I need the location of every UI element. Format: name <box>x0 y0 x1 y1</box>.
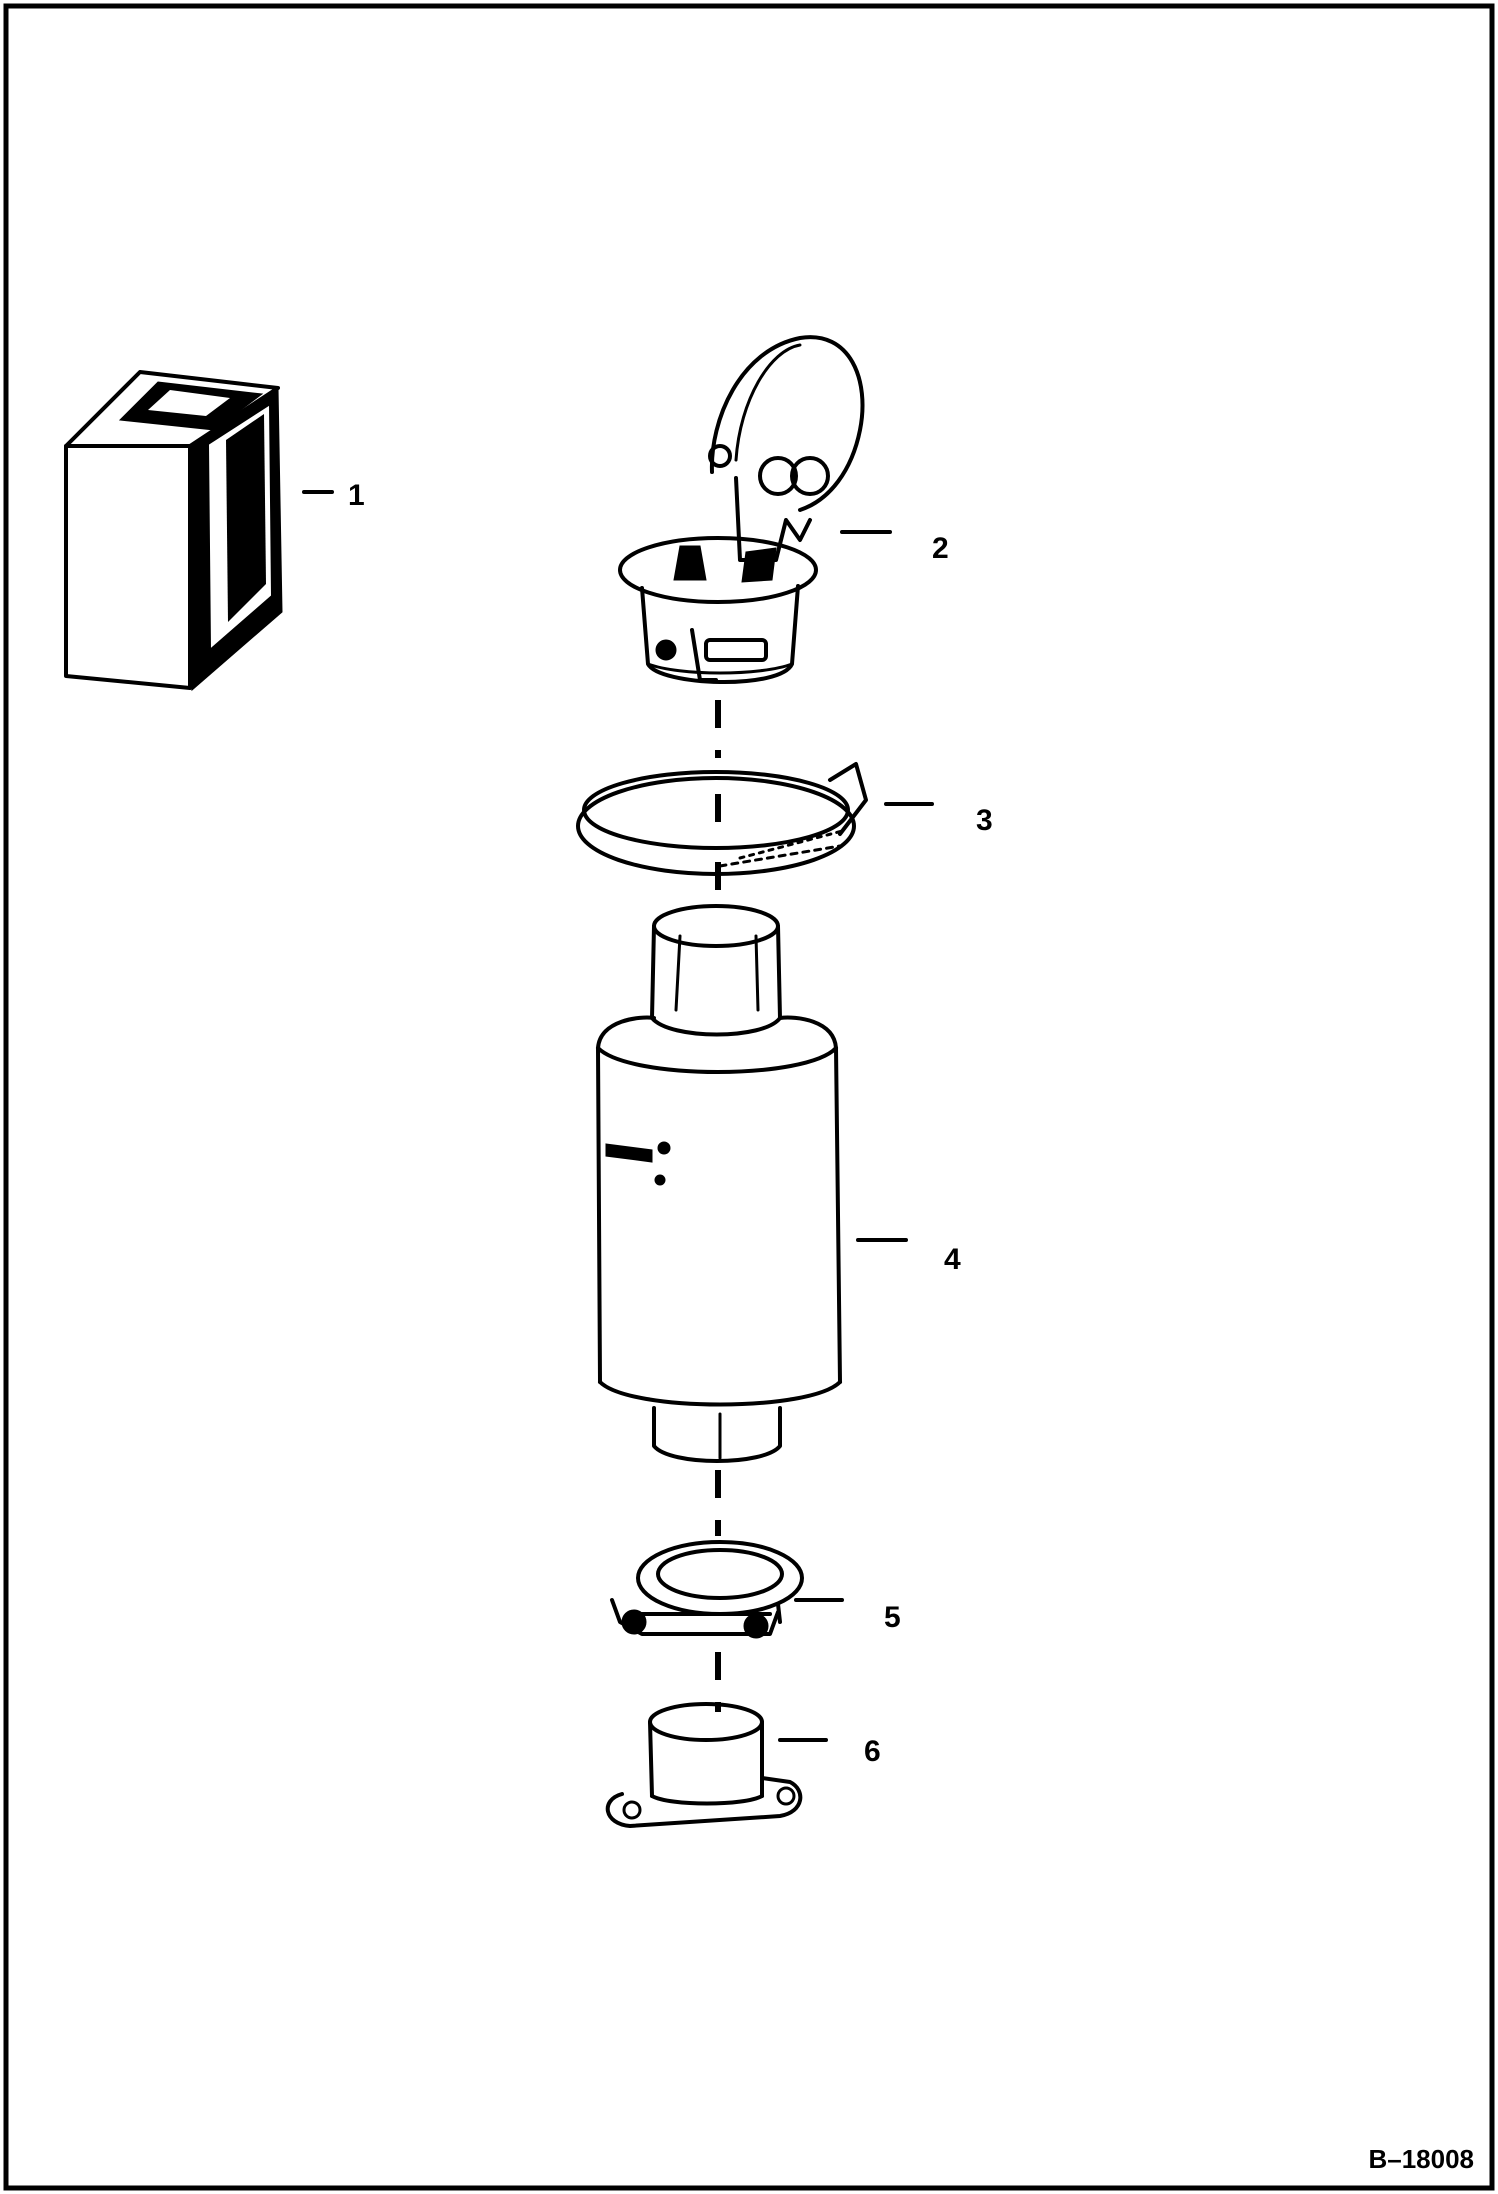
part-1-filter-element-box <box>64 370 283 692</box>
part-6-flange-adapter <box>605 1702 803 1828</box>
part-5-band-clamp <box>610 1540 804 1639</box>
callout-2: 2 <box>932 532 949 565</box>
part-3-hose-clamp <box>576 762 868 876</box>
leader-lines <box>302 490 934 1742</box>
part-4-air-cleaner-housing <box>596 904 842 1463</box>
callout-5: 5 <box>884 1601 901 1634</box>
figure-code: B–18008 <box>1368 2144 1474 2174</box>
callout-4: 4 <box>944 1243 961 1276</box>
callout-1: 1 <box>348 479 365 512</box>
callout-3: 3 <box>976 804 993 837</box>
part-2-rain-cap <box>618 335 865 684</box>
page-border <box>3 3 1495 2191</box>
callout-6: 6 <box>864 1735 881 1768</box>
